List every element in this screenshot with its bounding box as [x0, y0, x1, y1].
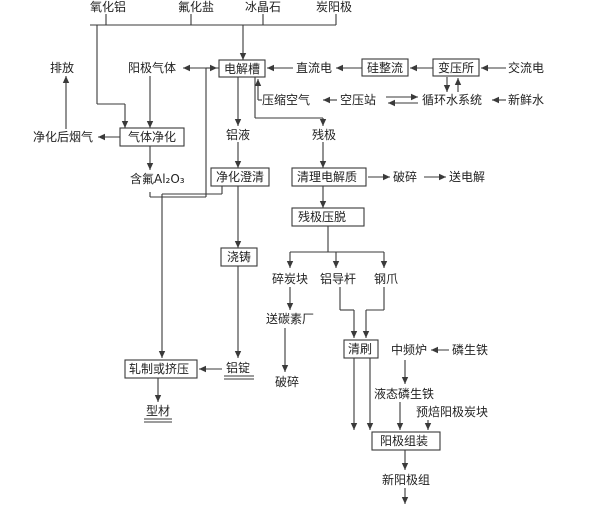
clean-electrolyte-box — [291, 167, 367, 187]
fresh-water-label: 新鲜水 — [508, 92, 544, 107]
anode-gas-label: 阳极气体 — [128, 60, 176, 75]
clean-flue-gas-label: 净化后烟气 — [33, 129, 93, 144]
rectifier-label: 硅整流 — [367, 60, 403, 75]
profile-label: 型材 — [146, 404, 170, 418]
to-cell-label: 送电解 — [449, 169, 485, 184]
press-off-label: 残极压脱 — [298, 209, 346, 224]
prebaked-anode-label: 预焙阳极炭块 — [416, 404, 488, 419]
casting-box — [220, 247, 258, 267]
emission-label: 排放 — [50, 60, 74, 75]
raw-anode-carbon-label: 炭阳极 — [316, 0, 352, 14]
fluorinated-alumina-label: 含氟Al₂O₃ — [130, 171, 185, 186]
compressed-air-label: 压缩空气 — [262, 92, 310, 107]
circulating-water-label: 循环水系统 — [422, 93, 482, 107]
substation-box — [432, 58, 480, 77]
casting-label: 浇铸 — [227, 249, 251, 264]
to-carbon-plant-label: 送碳素厂 — [266, 311, 314, 326]
clarification-label: 净化澄清 — [216, 169, 264, 184]
phosphor-iron-label: 磷生铁 — [452, 342, 488, 357]
crush2-label: 破碎 — [275, 374, 299, 389]
electrolysis-cell-label: 电解槽 — [224, 62, 260, 76]
aluminum-ingot-label: 铝锭 — [226, 360, 250, 375]
rolling-extrusion-box — [124, 359, 198, 379]
cleaning-label: 清刷 — [348, 342, 372, 356]
crushing-label: 破碎 — [393, 169, 417, 184]
steel-claw-label: 钢爪 — [374, 272, 398, 286]
clean-electrolyte-label: 清理电解质 — [297, 170, 357, 184]
clarification-box — [210, 167, 270, 187]
crushed-block-label: 碎炭块 — [272, 271, 308, 286]
air-station-label: 空压站 — [340, 93, 376, 107]
dc-power-label: 直流电 — [296, 61, 332, 75]
liquid-aluminum-label: 铝液 — [226, 127, 250, 142]
rectifier-box — [361, 58, 409, 77]
gas-purification-label: 气体净化 — [128, 129, 176, 144]
aluminum-rod-label: 铝导杆 — [320, 271, 356, 286]
liquid-iron-label: 液态磷生铁 — [374, 386, 434, 401]
cleaning-box — [343, 339, 379, 359]
residual-anode-label: 残极 — [312, 128, 336, 142]
anode-assembly-box — [371, 431, 441, 451]
ac-power-label: 交流电 — [508, 60, 544, 75]
anode-assembly-label: 阳极组装 — [380, 434, 428, 448]
rolling-extrusion-label: 轧制或挤压 — [129, 361, 189, 376]
medium-furnace-label: 中频炉 — [391, 342, 427, 357]
substation-label: 变压所 — [438, 60, 474, 75]
raw-alumina-label: 氧化铝 — [90, 0, 126, 14]
raw-fluoride-label: 氟化盐 — [178, 0, 214, 14]
raw-material-feed — [90, 14, 337, 60]
new-anode-label: 新阳极组 — [382, 472, 430, 487]
raw-cryolite-label: 冰晶石 — [245, 0, 281, 14]
